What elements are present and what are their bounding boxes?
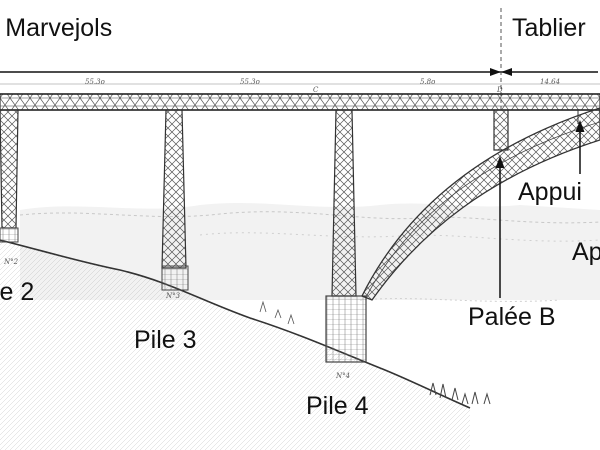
span-dimension-3: 5.8o <box>420 78 436 86</box>
appui-label-1: Appui <box>518 178 582 206</box>
span-dimension-4: 14.64 <box>540 78 561 86</box>
palee-b-trestle <box>493 109 509 151</box>
palee-b-label: Palée B <box>468 303 556 331</box>
span-dimension-1: 55.3o <box>85 78 105 86</box>
letter-c: C <box>313 86 319 94</box>
pile-3-label: Pile 3 <box>134 326 197 354</box>
pile-4-label: Pile 4 <box>306 392 369 420</box>
pier-marker-4: N°4 <box>336 372 351 380</box>
pier-marker-3: N°3 <box>166 292 181 300</box>
pier-marker-2: N°2 <box>4 258 19 266</box>
dimension-line <box>0 8 600 110</box>
pier-4 <box>325 109 367 363</box>
pile-2-label: le 2 <box>0 278 35 306</box>
letter-d: D <box>497 86 503 94</box>
deck-girder <box>0 93 600 111</box>
appui-label-2: Ap <box>572 238 600 266</box>
section-title-left: r Marvejols <box>0 14 113 42</box>
arch <box>361 107 600 301</box>
span-dimension-2: 55.3o <box>240 78 260 86</box>
section-title-right: Tablier <box>512 14 586 42</box>
pier-3 <box>161 109 189 291</box>
pier-2 <box>0 109 19 243</box>
terrain-profile <box>0 239 491 450</box>
label-arrows <box>495 120 585 298</box>
